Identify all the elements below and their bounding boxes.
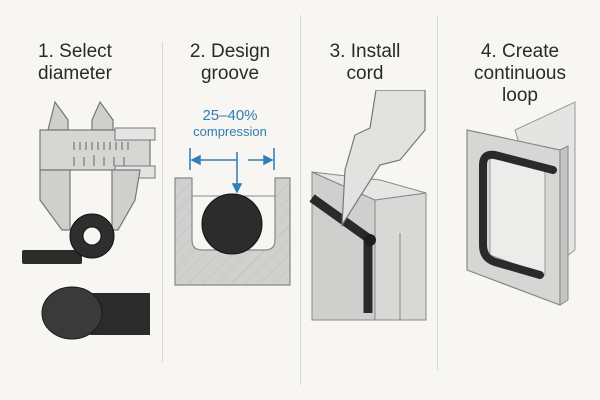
groove-illustration — [174, 148, 291, 286]
install-cord-illustration — [309, 90, 427, 321]
caliper-illustration — [22, 100, 156, 340]
panel-divider-3 — [437, 15, 438, 370]
compression-annotation: 25–40% compression — [193, 107, 267, 140]
step-4-title: 4. Create continuous loop — [474, 41, 566, 106]
panel-divider-2 — [300, 15, 301, 385]
step-3-title: 3. Install cord — [329, 41, 401, 84]
continuous-loop-illustration — [466, 101, 576, 306]
panel-divider-1 — [162, 42, 163, 362]
step-2-title: 2. Design groove — [189, 41, 271, 84]
step-1-title: 1. Select diameter — [38, 41, 112, 84]
